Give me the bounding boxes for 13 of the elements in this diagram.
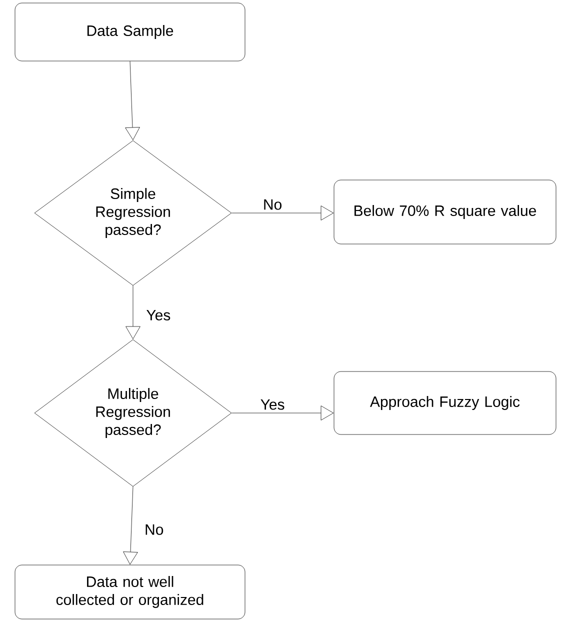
process-box: Approach Fuzzy Logic	[334, 371, 556, 435]
edge-label: No	[262, 198, 284, 211]
edge-label: Yes	[145, 308, 172, 322]
edge-label: Yes	[259, 398, 286, 411]
process-box: Data not well collected or organized	[14, 564, 246, 620]
arrow	[126, 286, 140, 340]
arrow	[123, 486, 138, 565]
process-box: Data Sample	[14, 2, 246, 62]
process-box: Below 70% R square value	[334, 180, 556, 244]
edge-label: No	[144, 523, 165, 536]
arrow	[125, 61, 140, 140]
arrow	[232, 206, 334, 220]
arrow	[232, 406, 334, 420]
